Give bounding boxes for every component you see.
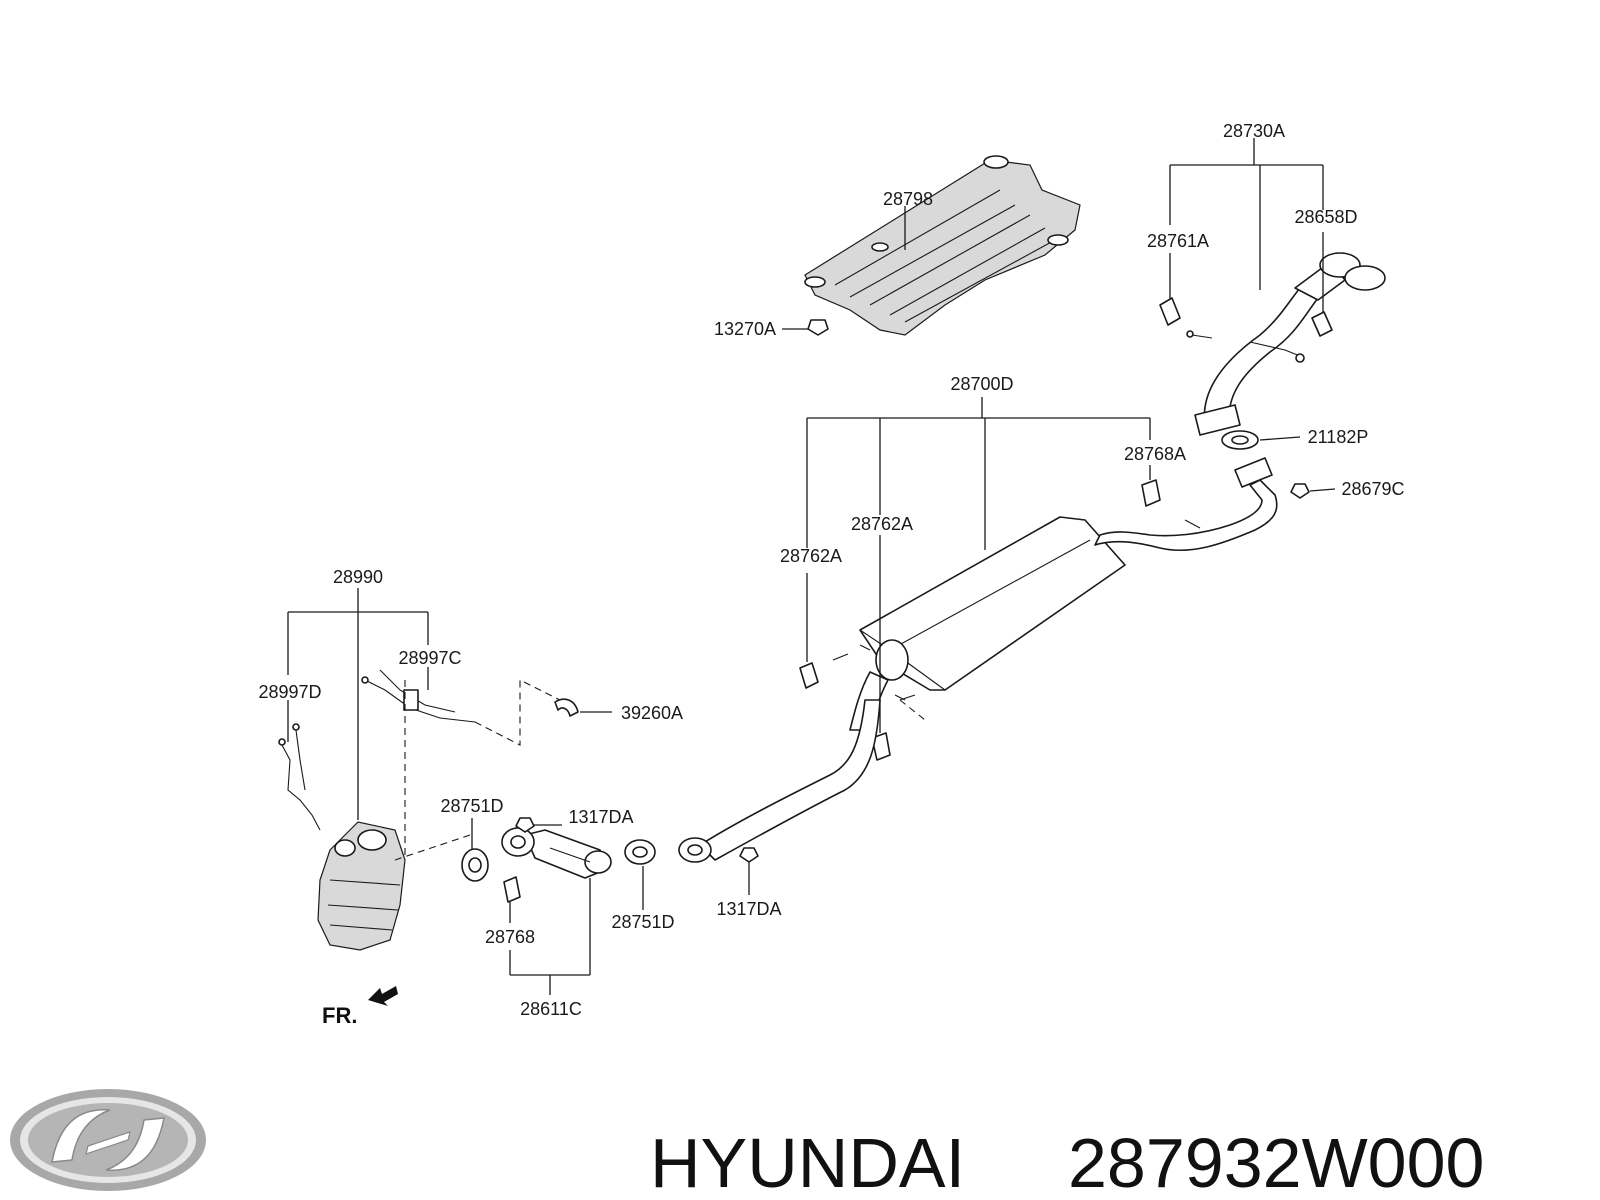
- callout-28997C: 28997C: [398, 648, 461, 668]
- callout-28768A: 28768A: [1124, 444, 1186, 464]
- muffler-bolts: [832, 519, 1201, 701]
- arrow-icon: [368, 986, 398, 1006]
- bolt-tail-pipe: [1186, 330, 1213, 339]
- tail-pipe-part: [1194, 252, 1386, 436]
- callout-1317DA-right: 1317DA: [716, 899, 781, 919]
- callout-28751D-right: 28751D: [611, 912, 674, 932]
- leader-lines: [287, 138, 1336, 995]
- hanger-28762A-left: [799, 662, 819, 689]
- part-number: 287932W000: [1068, 1124, 1484, 1200]
- oxygen-sensor-28997C: [361, 669, 476, 723]
- callout-28762A-left: 28762A: [780, 546, 842, 566]
- gasket-28751D-left: [461, 848, 489, 882]
- callout-28658D: 28658D: [1294, 207, 1357, 227]
- nut-28679C: [1290, 483, 1310, 499]
- callout-21182P: 21182P: [1308, 427, 1369, 447]
- brand-name: HYUNDAI: [650, 1124, 965, 1200]
- nut-13270A: [807, 319, 829, 336]
- callout-28762A-right: 28762A: [851, 514, 913, 534]
- callout-28679C: 28679C: [1341, 479, 1404, 499]
- callout-28997D: 28997D: [258, 682, 321, 702]
- center-pipe-part: [678, 699, 881, 863]
- callout-28700D: 28700D: [950, 374, 1013, 394]
- callout-28990: 28990: [333, 567, 383, 587]
- front-pipe-part: [501, 827, 612, 879]
- hanger-28768: [503, 876, 521, 903]
- callout-39260A: 39260A: [621, 703, 683, 723]
- oxygen-sensor-28997D: [278, 723, 321, 831]
- gasket-28751D-right: [624, 839, 656, 865]
- callout-28761A: 28761A: [1147, 231, 1209, 251]
- hyundai-logo-icon: [10, 1089, 206, 1191]
- heat-shield-part: [804, 155, 1081, 336]
- callout-28730A: 28730A: [1223, 121, 1285, 141]
- callout-13270A: 13270A: [714, 319, 776, 339]
- catalytic-converter-part: [317, 821, 406, 951]
- callout-1317DA-left: 1317DA: [568, 807, 633, 827]
- callout-28798: 28798: [883, 189, 933, 209]
- front-direction-marker: FR.: [322, 986, 398, 1028]
- callout-28751D-left: 28751D: [440, 796, 503, 816]
- hanger-28761A: [1159, 297, 1181, 326]
- nut-1317DA-left: [515, 817, 535, 833]
- dashed-guide-lines: [394, 679, 926, 861]
- gasket-21182P: [1221, 430, 1259, 450]
- callout-28611C: 28611C: [520, 999, 582, 1019]
- nut-1317DA-right: [739, 847, 759, 863]
- hanger-28762A-right: [871, 732, 891, 761]
- hanger-28768A: [1141, 479, 1161, 507]
- hanger-28658D: [1311, 311, 1333, 337]
- callout-labels: 28730A 28798 28658D 28761A 13270A 28700D…: [258, 121, 1404, 1019]
- callout-28768: 28768: [485, 927, 535, 947]
- muffler-part: [849, 457, 1278, 731]
- front-label: FR.: [322, 1003, 357, 1028]
- clip-39260A: [554, 698, 579, 717]
